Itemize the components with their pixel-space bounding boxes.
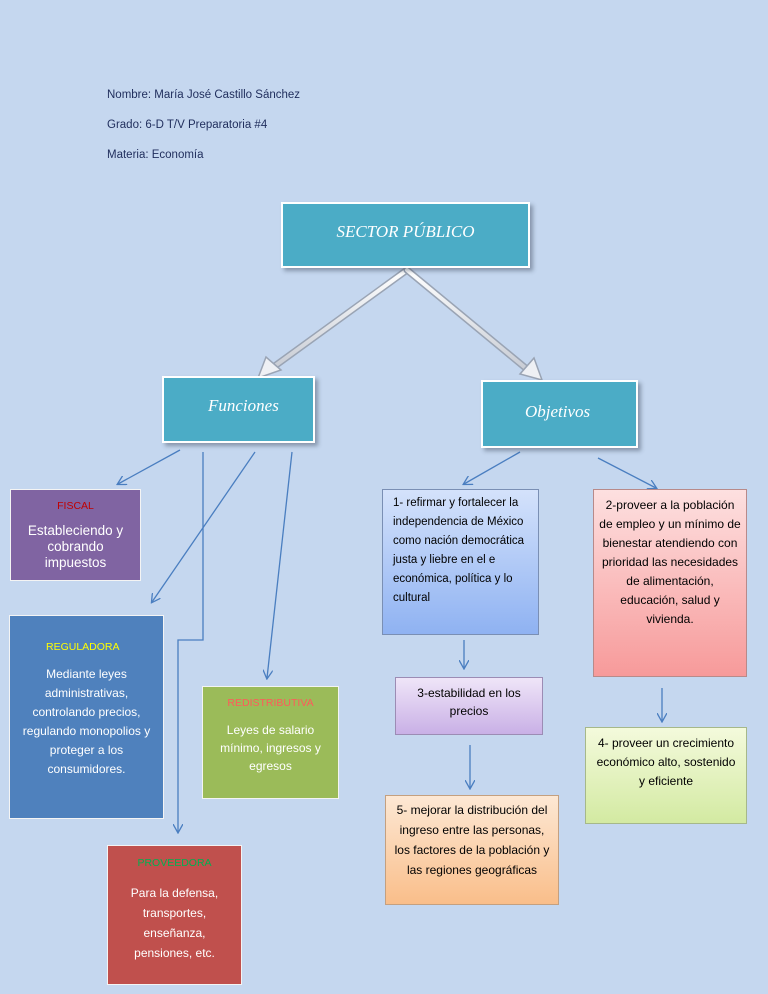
reguladora-title: REGULADORA: [46, 641, 120, 653]
objetivos-label: Objetivos: [525, 402, 591, 421]
student-subject: Materia: Economía: [107, 149, 204, 161]
arrow-to-obj1: [464, 451, 521, 484]
objetivos-node: Objetivos: [481, 380, 638, 448]
objetivo-5-text: 5- mejorar la distribución del ingreso e…: [394, 803, 550, 877]
objetivo-3-text: 3-estabilidad en los precios: [417, 686, 521, 718]
redistributiva-body: Leyes de salario mínimo, ingresos y egre…: [220, 723, 321, 773]
arrow-to-redistributiva: [267, 451, 293, 678]
reguladora-node: REGULADORA Mediante leyes administrativa…: [9, 615, 164, 819]
student-grade: Grado: 6-D T/V Preparatoria #4: [107, 119, 268, 131]
proveedora-node: PROVEEDORA Para la defensa, transportes,…: [107, 845, 242, 985]
fiscal-title: FISCAL: [57, 500, 94, 512]
funciones-label: Funciones: [208, 396, 279, 415]
redistributiva-node: REDISTRIBUTIVA Leyes de salario mínimo, …: [202, 686, 339, 799]
objetivo-1-node: 1- refirmar y fortalecer la independenci…: [382, 489, 539, 635]
root-label: SECTOR PÚBLICO: [336, 222, 475, 241]
fiscal-body: Estableciendo y cobrando impuestos: [27, 523, 124, 570]
proveedora-title: PROVEEDORA: [137, 857, 212, 869]
proveedora-body: Para la defensa, transportes, enseñanza,…: [130, 886, 219, 960]
root-to-funciones-arrow: [256, 266, 411, 380]
arrow-to-fiscal: [118, 449, 181, 484]
arrow-to-obj2: [597, 457, 656, 488]
objetivo-3-node: 3-estabilidad en los precios: [395, 677, 543, 735]
arrow-to-proveedora: [178, 452, 204, 832]
objetivo-2-node: 2-proveer a la población de empleo y un …: [593, 489, 747, 677]
redistributiva-title: REDISTRIBUTIVA: [227, 697, 314, 709]
student-name: Nombre: María José Castillo Sánchez: [107, 89, 301, 101]
objetivo-5-node: 5- mejorar la distribución del ingreso e…: [385, 795, 559, 905]
objetivo-4-node: 4- proveer un crecimiento económico alto…: [585, 727, 747, 824]
root-to-objetivos-arrow: [403, 266, 544, 382]
reguladora-body: Mediante leyes administrativas, controla…: [22, 667, 151, 776]
objetivo-2-text: 2-proveer a la población de empleo y un …: [599, 498, 741, 626]
root-node: SECTOR PÚBLICO: [281, 202, 530, 268]
objetivo-1-text: 1- refirmar y fortalecer la independenci…: [393, 497, 525, 604]
objetivo-4-text: 4- proveer un crecimiento económico alto…: [596, 736, 736, 788]
funciones-node: Funciones: [162, 376, 315, 443]
fiscal-node: FISCAL Estableciendo y cobrando impuesto…: [10, 489, 141, 581]
